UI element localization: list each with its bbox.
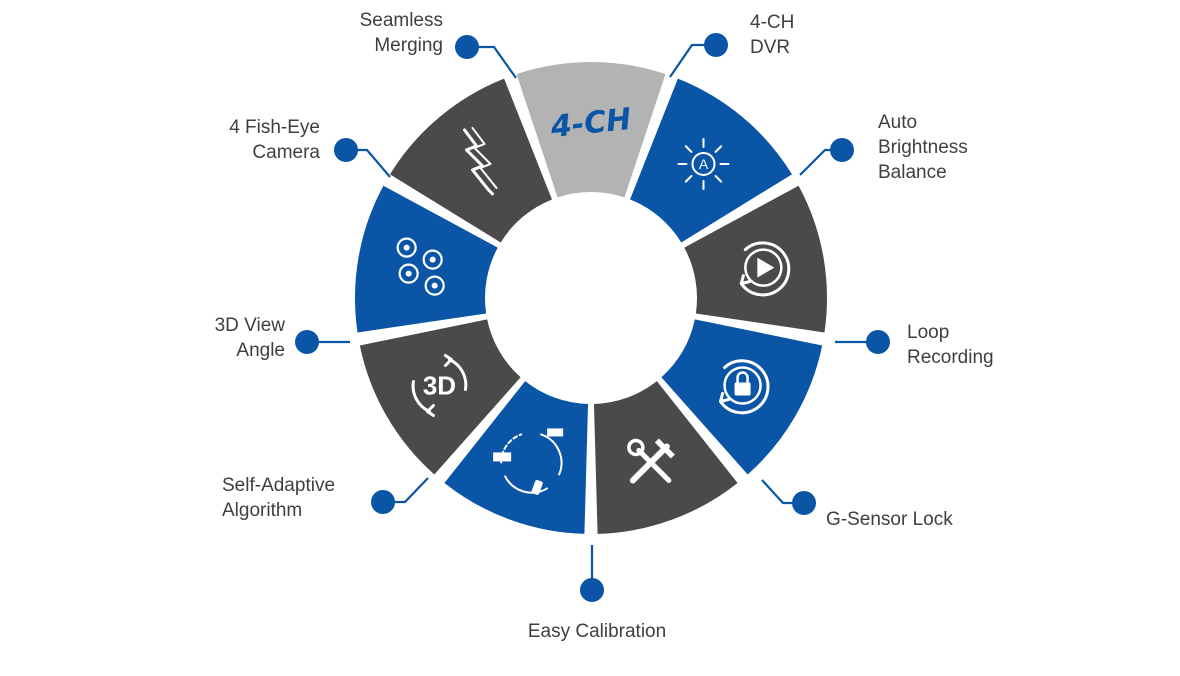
ring: 4-CH A 3D	[355, 62, 828, 534]
segment-shape	[661, 319, 823, 475]
label-g-sensor-lock: G-Sensor Lock	[826, 509, 953, 530]
connector-dot	[830, 138, 854, 162]
icon-text: 3D	[423, 371, 456, 401]
segment-4ch-dvr: 4-CH	[516, 62, 666, 198]
icon-text: A	[699, 156, 709, 172]
segment-shape	[684, 185, 828, 333]
icon-text: 4-CH	[548, 102, 633, 145]
label-self-adaptive: Self-Adaptive Algorithm	[222, 475, 336, 521]
connector-dot	[704, 33, 728, 57]
label-seamless: Seamless Merging	[359, 10, 443, 56]
segment-easy-calibration	[593, 381, 738, 534]
connector-dot	[866, 330, 890, 354]
segment-seamless	[389, 78, 552, 243]
connector-dot	[334, 138, 358, 162]
tools-icon	[627, 438, 675, 484]
segment-shape	[593, 381, 738, 534]
segment-g-sensor-lock	[661, 319, 823, 475]
lock-loop-icon	[719, 359, 770, 415]
4ch-text-icon: 4-CH	[548, 102, 633, 145]
segment-3d-view: 3D	[359, 319, 521, 475]
segment-self-adaptive	[444, 381, 589, 534]
segment-shape	[444, 381, 589, 534]
connector-dot	[371, 490, 395, 514]
label-3d-view: 3D View Angle	[214, 315, 285, 361]
connector-dot	[792, 491, 816, 515]
3d-rotate-icon: 3D	[411, 354, 468, 417]
segment-shape	[389, 78, 552, 243]
connector-dot	[580, 578, 604, 602]
segment-shape	[630, 78, 793, 243]
cameras-icon	[396, 237, 445, 296]
segment-loop-recording	[684, 185, 828, 333]
label-easy-calibration: Easy Calibration	[527, 621, 667, 642]
zigzag-icon	[463, 126, 498, 196]
segment-shape	[516, 62, 666, 198]
label-loop-recording: Loop Recording	[907, 322, 994, 368]
segment-fish-eye	[355, 185, 498, 333]
connector-dot	[295, 330, 319, 354]
segment-auto-brightness: A	[630, 78, 793, 243]
play-loop-icon	[739, 241, 791, 297]
segment-shape	[359, 319, 521, 475]
label-4ch-dvr: 4-CH DVR	[750, 12, 795, 58]
segment-shape	[355, 185, 498, 333]
label-fish-eye: 4 Fish-Eye Camera	[229, 117, 320, 163]
connector-dot	[455, 35, 479, 59]
label-auto-brightness: Auto Brightness Balance	[878, 112, 968, 183]
sun-a-icon: A	[677, 137, 730, 190]
vehicles-cycle-icon	[493, 428, 564, 495]
